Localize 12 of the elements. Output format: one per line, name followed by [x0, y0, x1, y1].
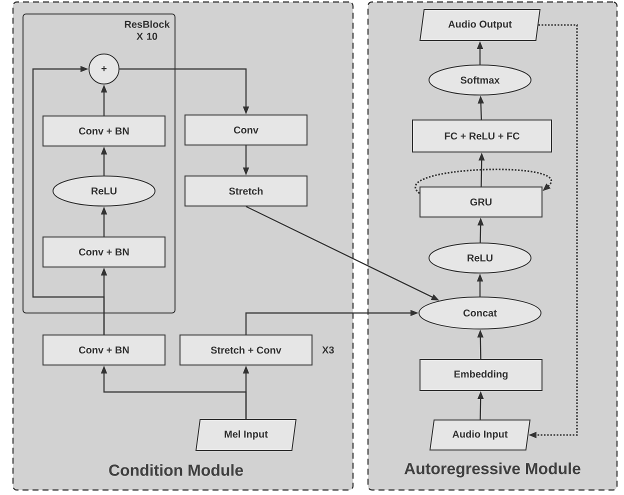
process-box: Conv + BN [42, 236, 166, 268]
process-box: Conv + BN [42, 116, 166, 146]
process-box: Stretch [184, 176, 308, 206]
process-box: Stretch + Conv [180, 334, 312, 366]
arrow [32, 66, 105, 334]
process-box: Embedding [420, 359, 542, 391]
process-box: FC + ReLU + FC [412, 120, 552, 152]
process-box: GRU [420, 186, 542, 218]
process-box: Conv + BN [42, 334, 166, 366]
arrow [414, 168, 552, 194]
process-box: Conv [184, 114, 308, 146]
beside-label: X3 [322, 346, 334, 354]
